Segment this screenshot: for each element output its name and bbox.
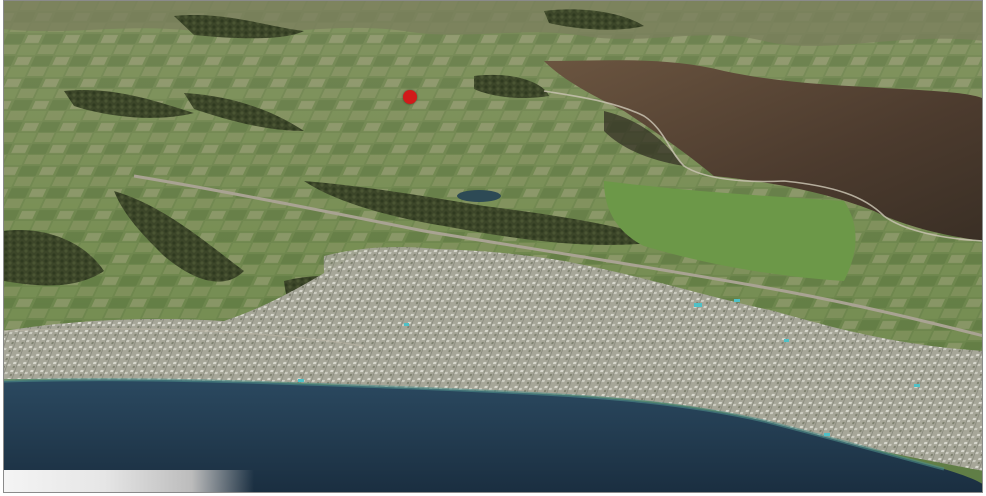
terrain-scene[interactable] (4, 1, 983, 493)
location-pin-icon[interactable] (403, 90, 417, 104)
map-viewport[interactable] (3, 0, 983, 493)
bottom-fade-bar (4, 470, 254, 492)
